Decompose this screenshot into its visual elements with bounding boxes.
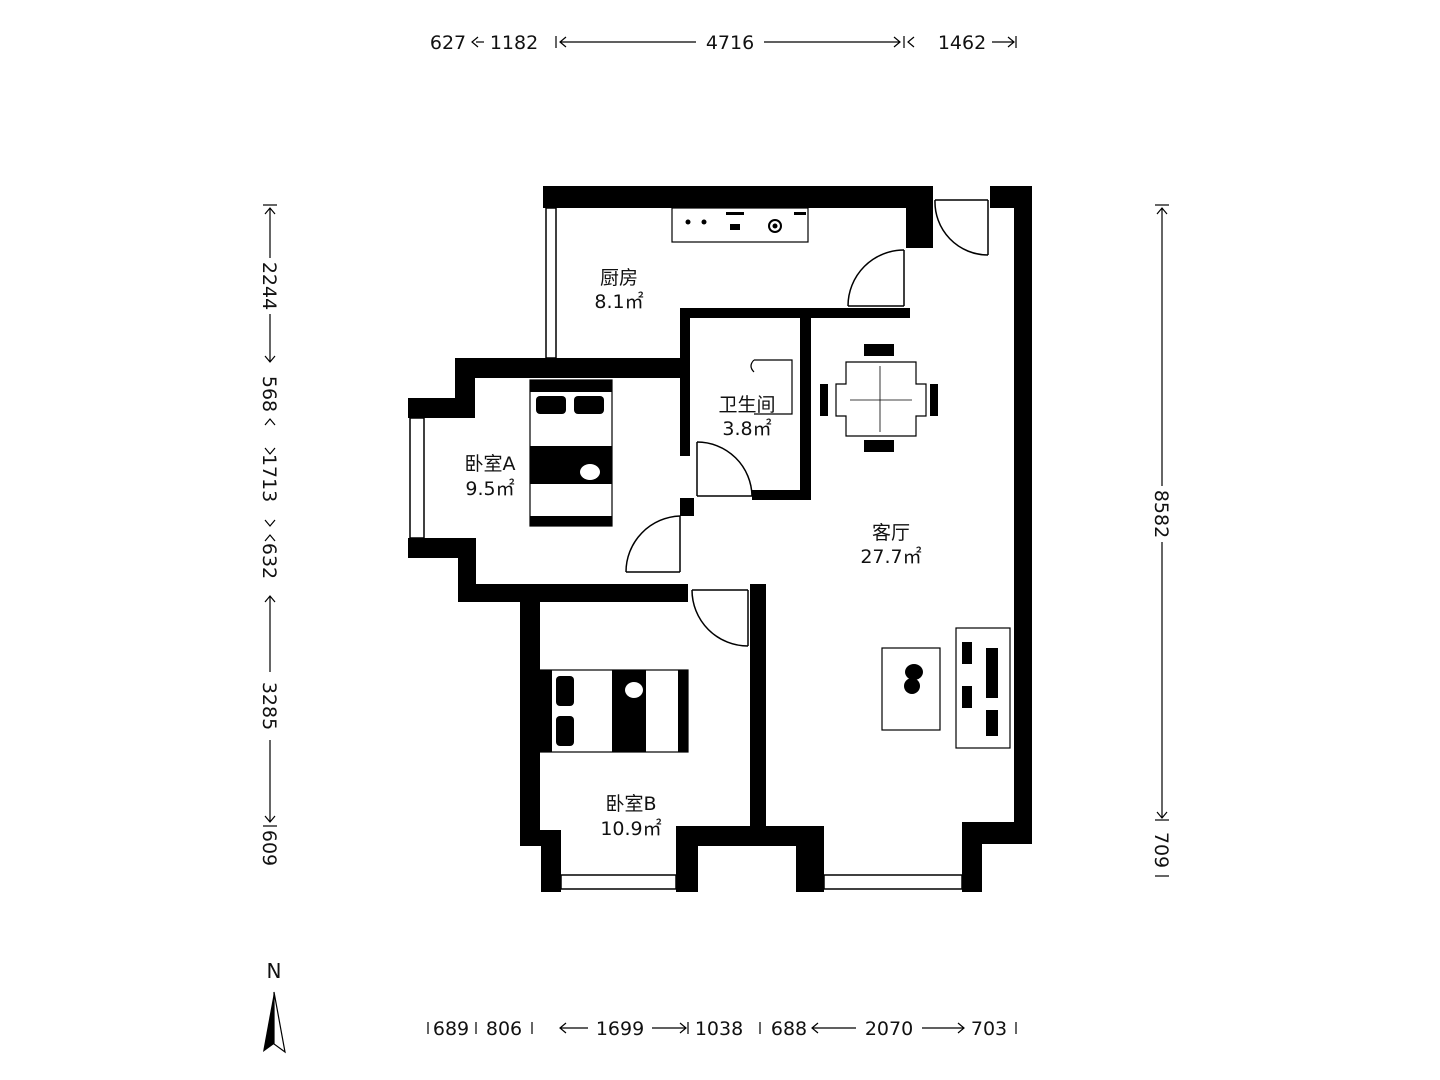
dim-bottom-2: 806 bbox=[486, 1018, 522, 1040]
room-name-bedroom-a: 卧室A bbox=[465, 453, 516, 475]
room-area-living: 27.7㎡ bbox=[860, 545, 921, 568]
dimension-right bbox=[1155, 204, 1169, 877]
dimension-left bbox=[263, 204, 277, 827]
dim-left-3: 1713 bbox=[258, 454, 280, 502]
coffee-table-icon bbox=[881, 647, 941, 731]
dim-top-3: 4716 bbox=[706, 32, 754, 54]
dim-bottom-1: 689 bbox=[433, 1018, 469, 1040]
dim-bottom-3: 1699 bbox=[596, 1018, 644, 1040]
dim-top-2: 1182 bbox=[490, 32, 538, 54]
dim-left-6: 609 bbox=[258, 830, 280, 866]
bedroom-a-window bbox=[409, 417, 425, 539]
kitchen-window bbox=[545, 207, 557, 359]
dim-right-2: 709 bbox=[1150, 832, 1172, 868]
room-name-bathroom: 卫生间 bbox=[718, 394, 775, 416]
room-name-kitchen: 厨房 bbox=[600, 267, 638, 289]
room-labels: 厨房 8.1㎡ 卫生间 3.8㎡ 卧室A 9.5㎡ 客厅 27.7㎡ 卧室B 1… bbox=[465, 267, 922, 840]
dim-top-4: 1462 bbox=[938, 32, 986, 54]
room-area-kitchen: 8.1㎡ bbox=[594, 290, 643, 313]
sofa-icon bbox=[955, 627, 1011, 749]
living-window bbox=[823, 874, 963, 890]
dining-table-icon bbox=[820, 344, 938, 452]
dim-bottom-4: 1038 bbox=[695, 1018, 743, 1040]
room-area-bedroom-a: 9.5㎡ bbox=[465, 477, 514, 500]
compass-label: N bbox=[267, 959, 282, 983]
dim-bottom-5: 688 bbox=[771, 1018, 807, 1040]
bathroom-fixture-icon bbox=[750, 359, 793, 415]
walls bbox=[408, 186, 1032, 892]
bed-icon bbox=[539, 669, 689, 753]
dim-left-2: 568 bbox=[258, 376, 280, 412]
dim-bottom-6: 2070 bbox=[865, 1018, 913, 1040]
dimension-top bbox=[471, 36, 1017, 48]
windows bbox=[409, 207, 963, 890]
bed-icon bbox=[529, 379, 613, 527]
dim-right-1: 8582 bbox=[1150, 490, 1172, 538]
room-area-bedroom-b: 10.9㎡ bbox=[600, 817, 661, 840]
north-arrow-icon: N bbox=[263, 959, 286, 1054]
kitchen-counter-icon bbox=[671, 207, 809, 243]
room-name-living: 客厅 bbox=[872, 522, 910, 544]
dim-left-5: 3285 bbox=[258, 682, 280, 730]
dim-top-1: 627 bbox=[430, 32, 466, 54]
room-area-bathroom: 3.8㎡ bbox=[722, 417, 771, 440]
room-name-bedroom-b: 卧室B bbox=[605, 793, 656, 815]
bedroom-b-window bbox=[560, 874, 677, 890]
dimension-bottom bbox=[427, 1022, 1017, 1034]
dim-left-1: 2244 bbox=[258, 262, 280, 310]
dim-bottom-7: 703 bbox=[971, 1018, 1007, 1040]
dim-left-4: 632 bbox=[258, 543, 280, 579]
doors bbox=[625, 199, 989, 647]
